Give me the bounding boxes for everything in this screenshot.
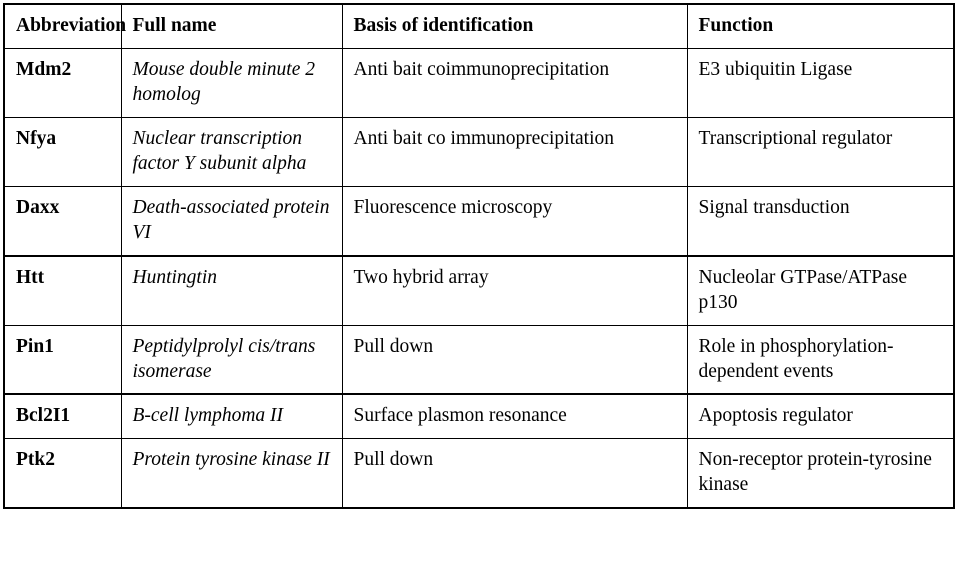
cell-abbreviation: Nfya [3,116,122,187]
table-header: Abbreviation Full name Basis of identifi… [3,3,955,49]
cell-basis: Pull down [341,324,688,396]
cell-function-text: Non-receptor protein-tyrosine kinase [698,449,937,496]
cell-function-text: Transcriptional regulator [698,127,893,149]
cell-full-name-text: Death-associated protein VI [132,196,335,243]
cell-full-name: Death-associated protein VI [120,185,343,257]
cell-full-name: Protein tyrosine kinase II [120,438,343,509]
cell-abbreviation-text: Htt [16,266,45,288]
cell-full-name: B-cell lymphoma II [120,393,343,440]
cell-basis-text: Pull down [353,335,434,357]
cell-abbreviation: Daxx [3,185,122,257]
cell-full-name: Mouse double minute 2 homolog [120,47,343,118]
column-header-abbreviation: Abbreviation [3,3,127,49]
cell-basis: Anti bait co immunoprecipitation [341,116,688,187]
cell-function: Role in phosphorylation-dependent events [686,324,955,396]
cell-basis-text: Surface plasmon resonance [353,405,567,427]
cell-basis-text: Anti bait co immunoprecipitation [353,127,615,149]
column-header-abbreviation-label: Abbreviation [16,15,127,36]
column-header-basis-label: Basis of identification [353,15,534,36]
column-header-function: Function [686,3,955,49]
table-body: Mdm2 Mouse double minute 2 homolog Anti … [3,47,955,509]
cell-abbreviation-text: Daxx [16,196,60,218]
cell-function: Apoptosis regulator [686,393,955,440]
cell-full-name: Peptidylprolyl cis/trans isomerase [120,324,343,396]
cell-function: Nucleolar GTPase/ATPase p130 [686,255,955,326]
cell-abbreviation-text: Pin1 [16,335,54,357]
cell-full-name-text: Peptidylprolyl cis/trans isomerase [132,335,321,382]
cell-abbreviation: Mdm2 [3,47,122,118]
cell-full-name: Nuclear transcription factor Y subunit a… [120,116,343,187]
cell-basis-text: Two hybrid array [353,266,489,288]
cell-basis: Pull down [341,438,688,509]
table-row: Mdm2 Mouse double minute 2 homolog Anti … [3,47,955,118]
cell-basis: Anti bait coimmunoprecipitation [341,47,688,118]
table-row: Bcl2I1 B-cell lymphoma II Surface plasmo… [3,393,955,440]
cell-basis-text: Fluorescence microscopy [353,196,553,218]
cell-abbreviation-text: Mdm2 [16,58,72,80]
cell-full-name-text: Nuclear transcription factor Y subunit a… [132,127,307,174]
cell-basis: Surface plasmon resonance [341,393,688,440]
cell-function: Non-receptor protein-tyrosine kinase [686,438,955,509]
table-row: Pin1 Peptidylprolyl cis/trans isomerase … [3,324,955,396]
cell-abbreviation: Pin1 [3,324,122,396]
column-header-full-name: Full name [120,3,343,49]
cell-abbreviation: Ptk2 [3,438,122,509]
table-header-row: Abbreviation Full name Basis of identifi… [3,3,955,49]
cell-function-text: Signal transduction [698,196,850,218]
protein-abbreviation-table: Abbreviation Full name Basis of identifi… [3,3,955,510]
cell-basis-text: Anti bait coimmunoprecipitation [353,58,610,80]
table-row: Ptk2 Protein tyrosine kinase II Pull dow… [3,438,955,509]
cell-function-text: Apoptosis regulator [698,405,853,427]
cell-function-text: Nucleolar GTPase/ATPase p130 [698,266,912,313]
cell-abbreviation: Bcl2I1 [3,393,122,440]
cell-full-name-text: Mouse double minute 2 homolog [132,58,320,105]
cell-abbreviation-text: Ptk2 [16,449,55,471]
table-row: Nfya Nuclear transcription factor Y subu… [3,116,955,187]
cell-basis: Fluorescence microscopy [341,185,688,257]
cell-function-text: Role in phosphorylation-dependent events [698,335,894,382]
column-header-basis-of-identification: Basis of identification [341,3,688,49]
cell-full-name-text: Huntingtin [132,266,218,288]
cell-basis: Two hybrid array [341,255,688,326]
cell-function: Transcriptional regulator [686,116,955,187]
table-row: Htt Huntingtin Two hybrid array Nucleola… [3,255,955,326]
cell-full-name-text: Protein tyrosine kinase II [132,449,330,471]
cell-basis-text: Pull down [353,449,434,471]
cell-function-text: E3 ubiquitin Ligase [698,58,853,80]
cell-function: Signal transduction [686,185,955,257]
cell-abbreviation-text: Nfya [16,127,57,149]
cell-abbreviation-text: Bcl2I1 [16,405,71,427]
cell-full-name-text: B-cell lymphoma II [132,405,284,427]
cell-full-name: Huntingtin [120,255,343,326]
cell-function: E3 ubiquitin Ligase [686,47,955,118]
cell-abbreviation: Htt [3,255,122,326]
column-header-full-name-label: Full name [132,15,217,36]
column-header-function-label: Function [698,15,774,36]
table-row: Daxx Death-associated protein VI Fluores… [3,185,955,257]
